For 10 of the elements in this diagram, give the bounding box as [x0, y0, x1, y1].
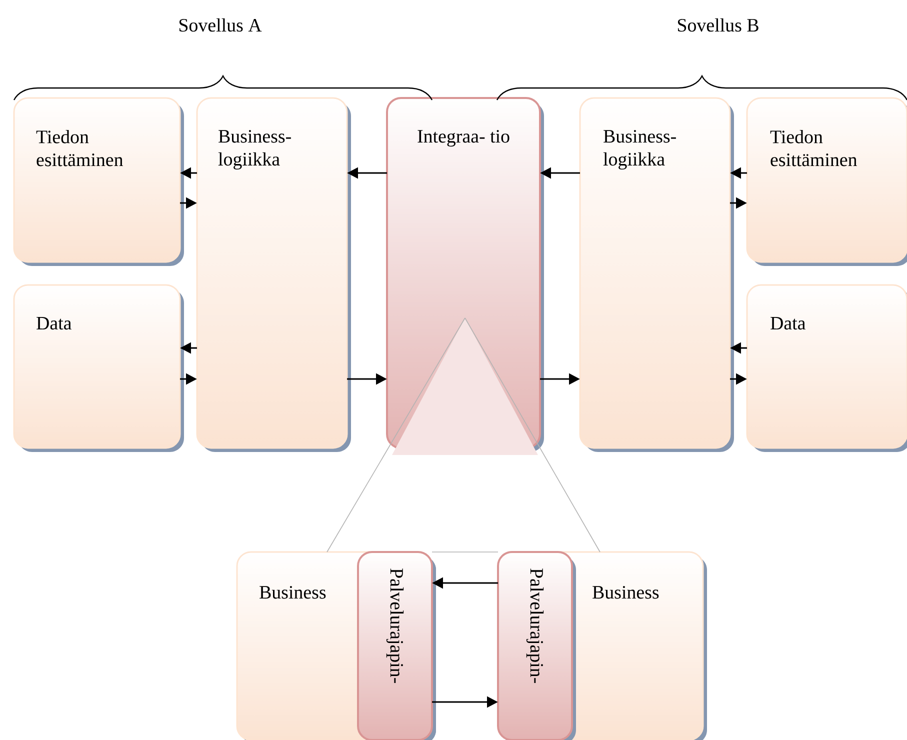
component-box: Business- logiikka [579, 97, 734, 452]
component-box: Data [746, 284, 907, 452]
component-box: Data [13, 284, 184, 452]
group-label: Sovellus B [678, 18, 758, 32]
interface-box: Palvelurajapin- [357, 551, 436, 740]
group-label: Sovellus A [179, 18, 262, 32]
component-box: Tiedon esittäminen [13, 97, 184, 266]
component-box: Tiedon esittäminen [746, 97, 907, 266]
component-box: Business- logiikka [196, 97, 351, 452]
interface-box: Palvelurajapin- [497, 551, 576, 740]
